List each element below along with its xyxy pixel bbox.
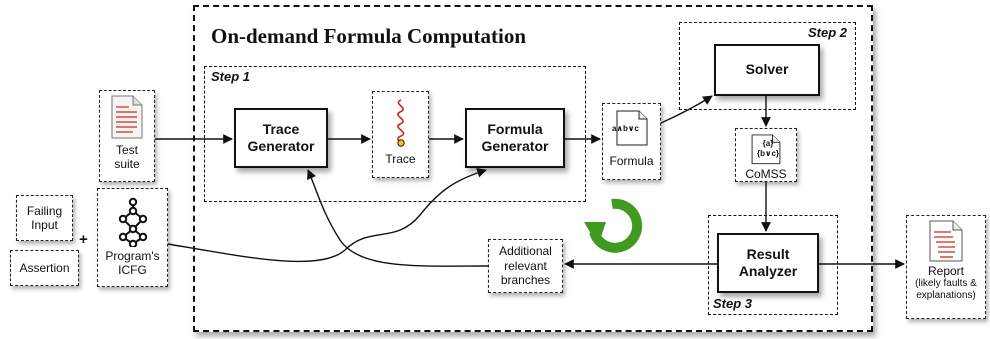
failing-input-box: Failing Input [16,195,73,241]
report-label: Report [927,264,965,278]
report-subtitle: (likely faults & explanations) [915,278,977,302]
solver-box: Solver [714,44,820,96]
trace-generator-label: Trace Generator [247,120,315,155]
comss-icon-text: {a} {b∨c} [756,139,780,158]
result-analyzer-label: Result Analyzer [738,245,798,280]
formula-label: Formula [609,154,654,168]
additional-branches-label: Additional relevant branches [499,244,552,288]
on-demand-computation-frame [193,5,873,332]
comss-document-icon [751,134,781,165]
trace-curve-icon [396,99,405,147]
test-suite-label: Test suite [114,143,140,172]
failing-input-label: Failing Input [26,203,63,232]
formula-icon-text: a∧b∨c [612,124,639,133]
assertion-box: Assertion [10,250,79,286]
step1-label: Step 1 [211,69,251,84]
solver-label: Solver [745,61,789,78]
report-document-icon [929,220,963,262]
program-icfg-label: Program's ICFG [105,249,160,278]
test-suite-document-icon [111,95,143,139]
graph-icon [118,197,147,247]
comss-box: {a} {b∨c} CoMSS [735,128,797,182]
formula-document-icon [616,110,647,146]
formula-box: a∧b∨c Formula [602,103,661,180]
assertion-label: Assertion [19,260,70,275]
program-icfg-box: Program's ICFG [97,188,168,287]
plus-sign: + [79,231,88,248]
step2-frame [679,22,856,110]
step3-frame [708,215,838,315]
formula-generator-box: Formula Generator [465,108,565,168]
trace-generator-box: Trace Generator [234,108,328,168]
additional-branches-box: Additional relevant branches [488,239,563,293]
diagram-title: On-demand Formula Computation [211,24,527,48]
result-analyzer-box: Result Analyzer [717,233,819,293]
trace-label: Trace [385,152,416,166]
trace-box: Trace [372,91,429,178]
report-box: Report (likely faults & explanations) [906,215,986,319]
step3-label: Step 3 [713,296,753,311]
step2-label: Step 2 [808,25,848,40]
comss-label: CoMSS [745,166,787,181]
formula-generator-label: Formula Generator [481,120,549,155]
test-suite-box: Test suite [99,90,155,182]
